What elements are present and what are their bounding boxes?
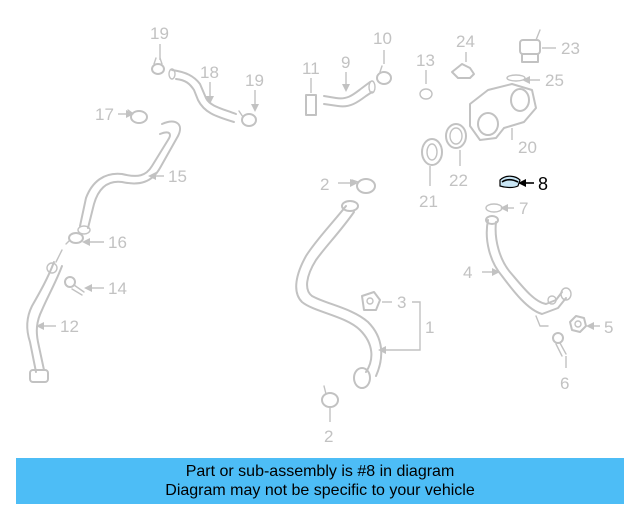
parts-diagram: 19 18 19 17 15 16 14: [26, 24, 613, 446]
clamp-2-top: [351, 178, 376, 194]
callout-15: 15: [168, 167, 187, 186]
bolt-6: [552, 332, 567, 357]
hose-9: [323, 80, 376, 108]
callout-19-right: 19: [245, 71, 264, 90]
washer-13: [419, 88, 433, 100]
callout-10: 10: [373, 29, 392, 48]
bracket-24: [451, 63, 475, 79]
pipe-4: [485, 215, 572, 327]
info-banner: Part or sub-assembly is #8 in diagram Di…: [16, 458, 624, 504]
callout-14: 14: [108, 279, 127, 298]
callout-22: 22: [449, 171, 468, 190]
callout-12: 12: [60, 317, 79, 336]
banner-line-2: Diagram may not be specific to your vehi…: [165, 482, 475, 499]
clamp-2-bottom: [321, 385, 339, 408]
oring-7: [485, 203, 503, 213]
callout-18: 18: [200, 63, 219, 82]
callout-8: 8: [538, 174, 548, 194]
banner-line-1: Part or sub-assembly is #8 in diagram: [185, 463, 455, 480]
gasket-22: [445, 123, 467, 149]
bracket-3: [361, 291, 381, 311]
callout-16: 16: [108, 233, 127, 252]
oring-25: [506, 74, 526, 82]
callout-23: 23: [561, 39, 580, 58]
callout-21: 21: [419, 192, 438, 211]
bolt-14: [64, 276, 85, 296]
part-8-highlighted[interactable]: [499, 175, 521, 189]
callout-7: 7: [519, 199, 528, 218]
callout-25: 25: [545, 71, 564, 90]
pipe-12: [26, 249, 63, 383]
clamp-17: [127, 109, 148, 124]
callout-1: 1: [425, 318, 434, 337]
clamp-19-right: [238, 110, 257, 127]
housing-20: [469, 83, 537, 141]
hose-1: [295, 200, 383, 389]
callout-13: 13: [416, 51, 435, 70]
gasket-21: [421, 138, 443, 166]
callout-19-left: 19: [150, 24, 169, 43]
clamp-16: [65, 232, 84, 245]
callout-5: 5: [604, 318, 613, 337]
callout-9: 9: [341, 53, 350, 72]
nut-5: [569, 315, 587, 333]
callout-6: 6: [560, 374, 569, 393]
callout-17: 17: [95, 105, 114, 124]
sensor-23: [519, 29, 541, 63]
callout-24: 24: [456, 32, 475, 51]
callout-11: 11: [302, 59, 320, 78]
sensor-11: [305, 94, 317, 116]
callout-2-top: 2: [320, 175, 329, 194]
hose-15: [77, 120, 181, 235]
callout-20: 20: [518, 138, 537, 157]
callout-2-bottom: 2: [324, 427, 333, 446]
clamp-10: [376, 65, 392, 85]
hose-18: [168, 68, 237, 123]
clamp-19-left: [151, 57, 165, 75]
callout-3: 3: [397, 293, 406, 312]
callout-4: 4: [463, 263, 472, 282]
